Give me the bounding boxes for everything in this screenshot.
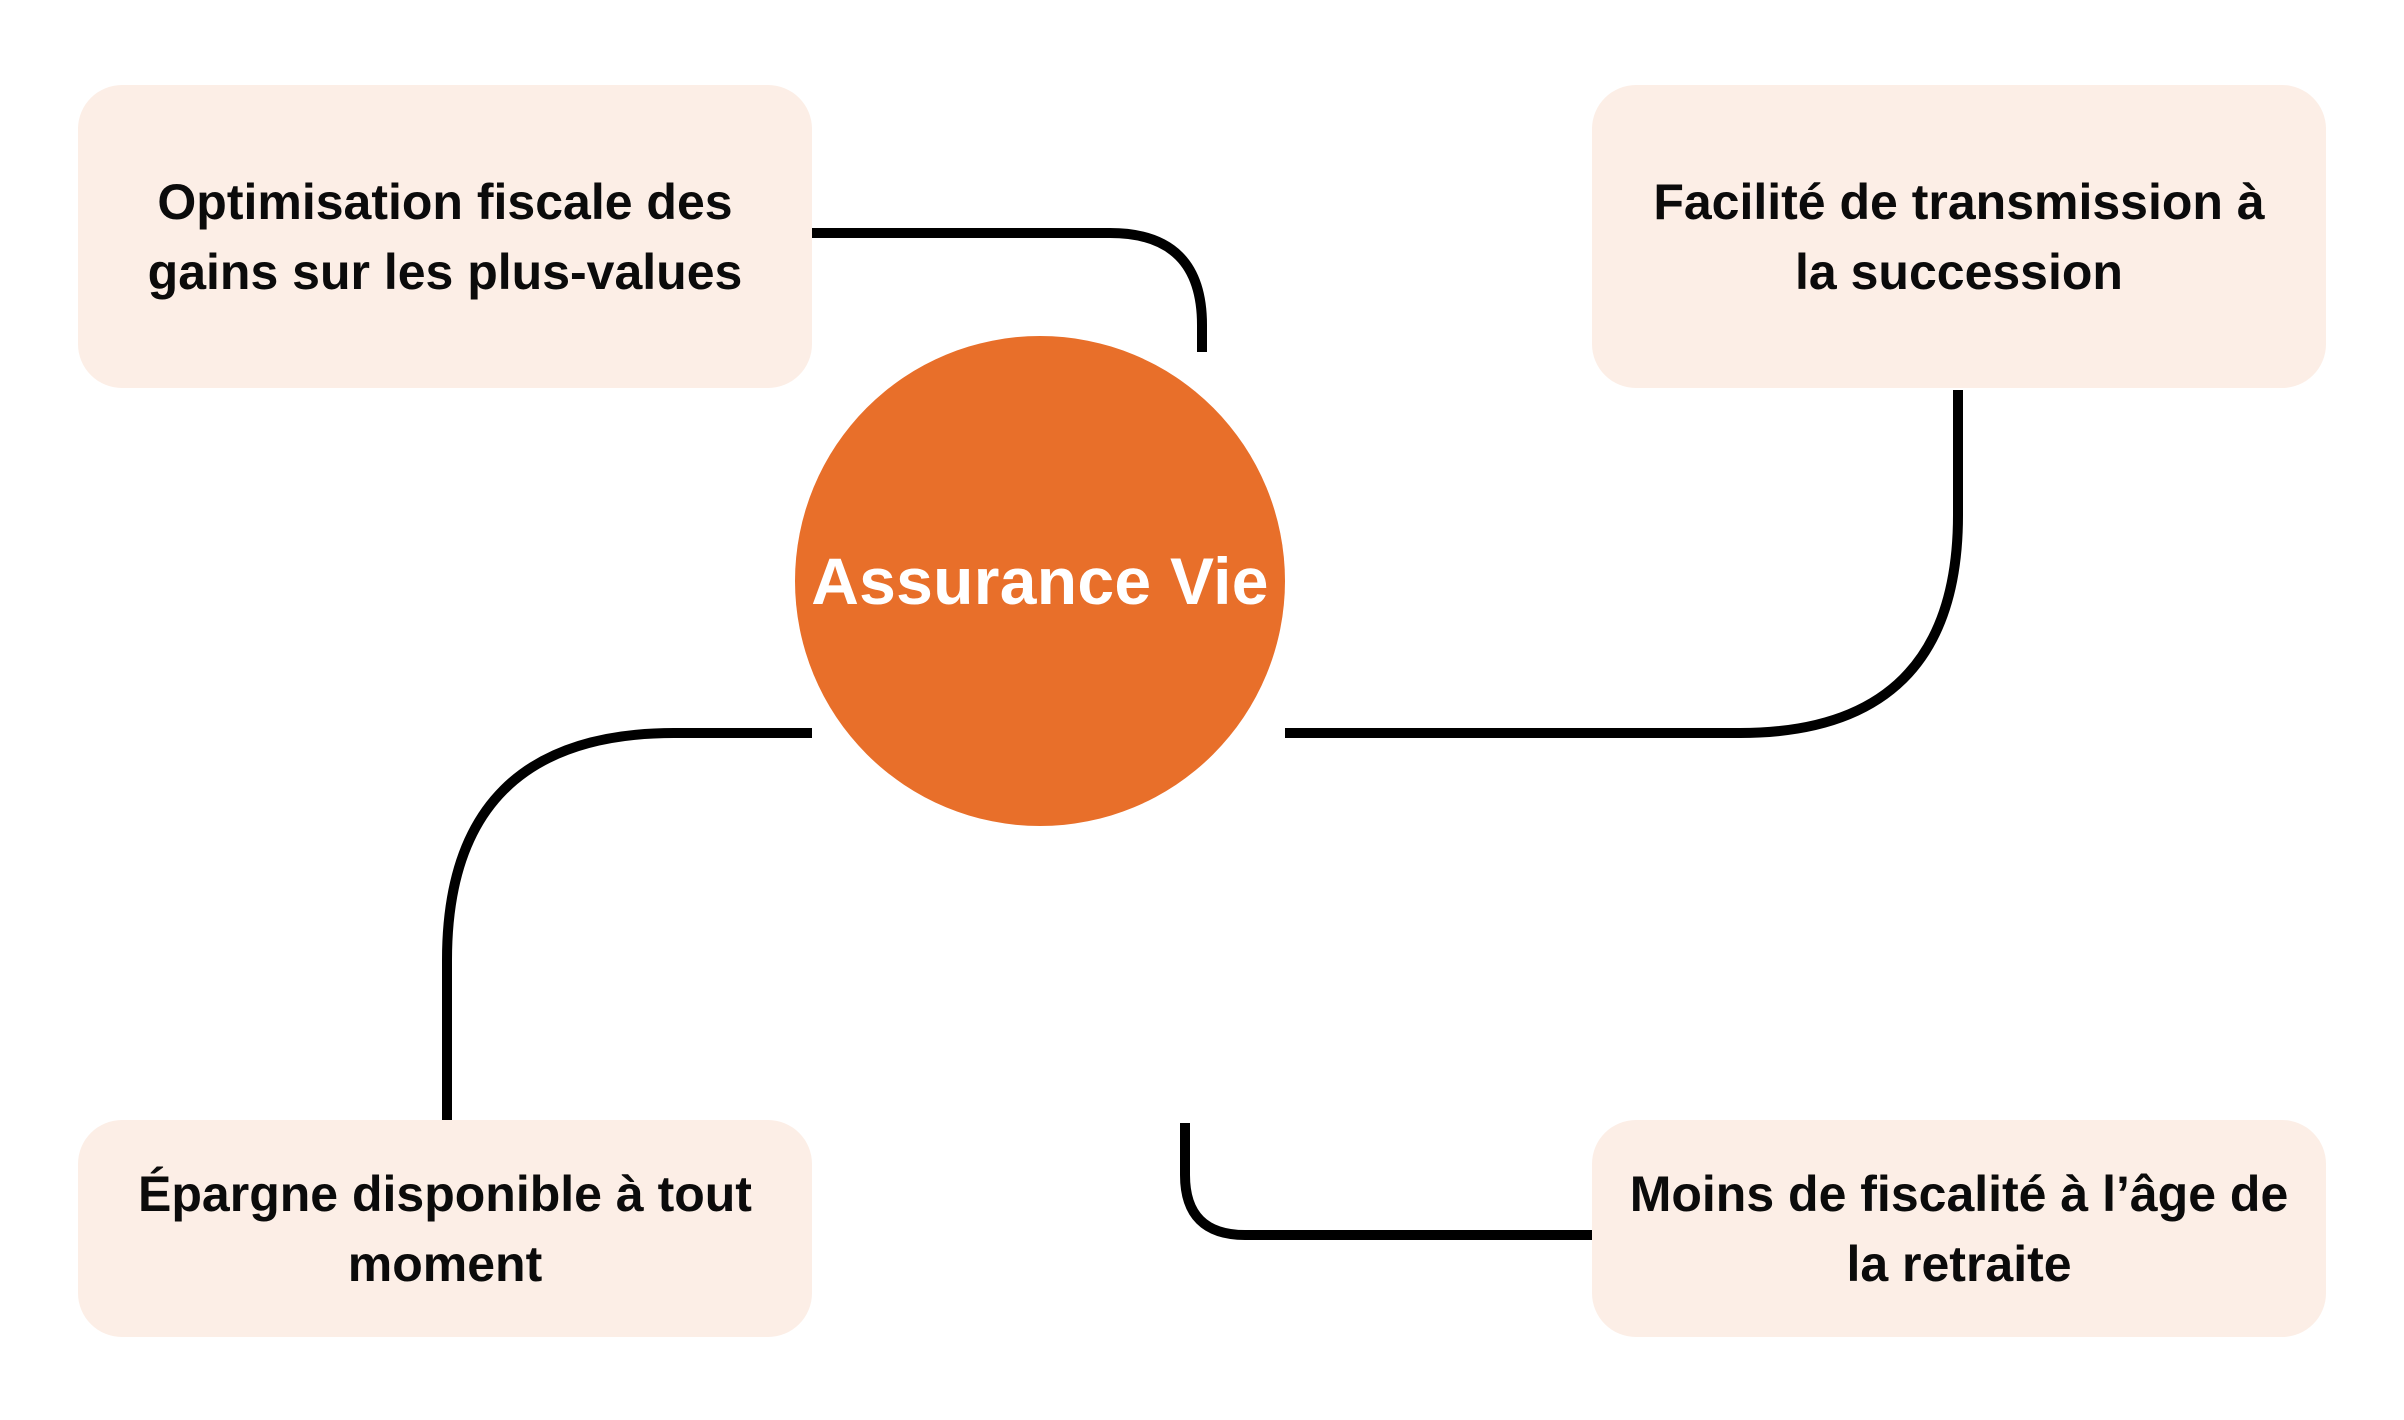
hub-label: Assurance Vie <box>811 543 1269 618</box>
connector-optimisation-fiscale <box>812 228 1207 352</box>
connector-facilite-transmission <box>1285 390 1963 738</box>
card-epargne-disponible[interactable]: Épargne disponible à tout moment <box>78 1120 812 1337</box>
connector-epargne-disponible <box>442 728 812 1120</box>
card-facilite-transmission-label: Facilité de transmission à la succession <box>1653 173 2265 300</box>
card-epargne-disponible-label: Épargne disponible à tout moment <box>138 1165 752 1292</box>
card-moins-fiscalite-retraite-label: Moins de fiscalité à l’âge de la retrait… <box>1629 1165 2289 1292</box>
connector-moins-fiscalite <box>1180 1123 1596 1240</box>
card-optimisation-fiscale-label: Optimisation fiscale des gains sur les p… <box>147 173 743 300</box>
card-facilite-transmission[interactable]: Facilité de transmission à la succession <box>1592 85 2326 388</box>
card-moins-fiscalite-retraite[interactable]: Moins de fiscalité à l’âge de la retrait… <box>1592 1120 2326 1337</box>
card-optimisation-fiscale[interactable]: Optimisation fiscale des gains sur les p… <box>78 85 812 388</box>
hub-assurance-vie[interactable]: Assurance Vie <box>795 336 1285 826</box>
